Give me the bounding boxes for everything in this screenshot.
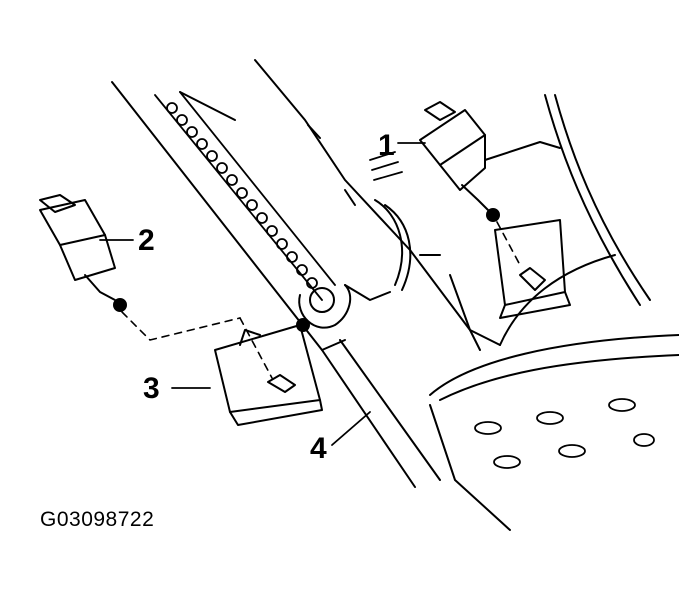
pivot-clamp: [298, 124, 412, 329]
floor-panel: [419, 94, 679, 531]
brake-switch-2: [39, 194, 127, 312]
switch-bracket-1: [484, 141, 571, 319]
stiffener-beads: [154, 91, 336, 301]
callout-2: 2: [138, 224, 155, 257]
switch-bracket-3: [214, 318, 323, 426]
callout-1: 1: [378, 129, 395, 162]
switch-wire: [369, 151, 403, 181]
callout-3: 3: [143, 372, 160, 405]
brake-switch-1: [419, 101, 500, 222]
callout-leaders: [99, 142, 426, 446]
floor-holes: [474, 398, 655, 469]
pedal-arm: [111, 59, 481, 488]
callout-4: 4: [310, 432, 327, 465]
alignment-dashes: [121, 221, 521, 379]
figure-id: G03098722: [40, 508, 155, 531]
